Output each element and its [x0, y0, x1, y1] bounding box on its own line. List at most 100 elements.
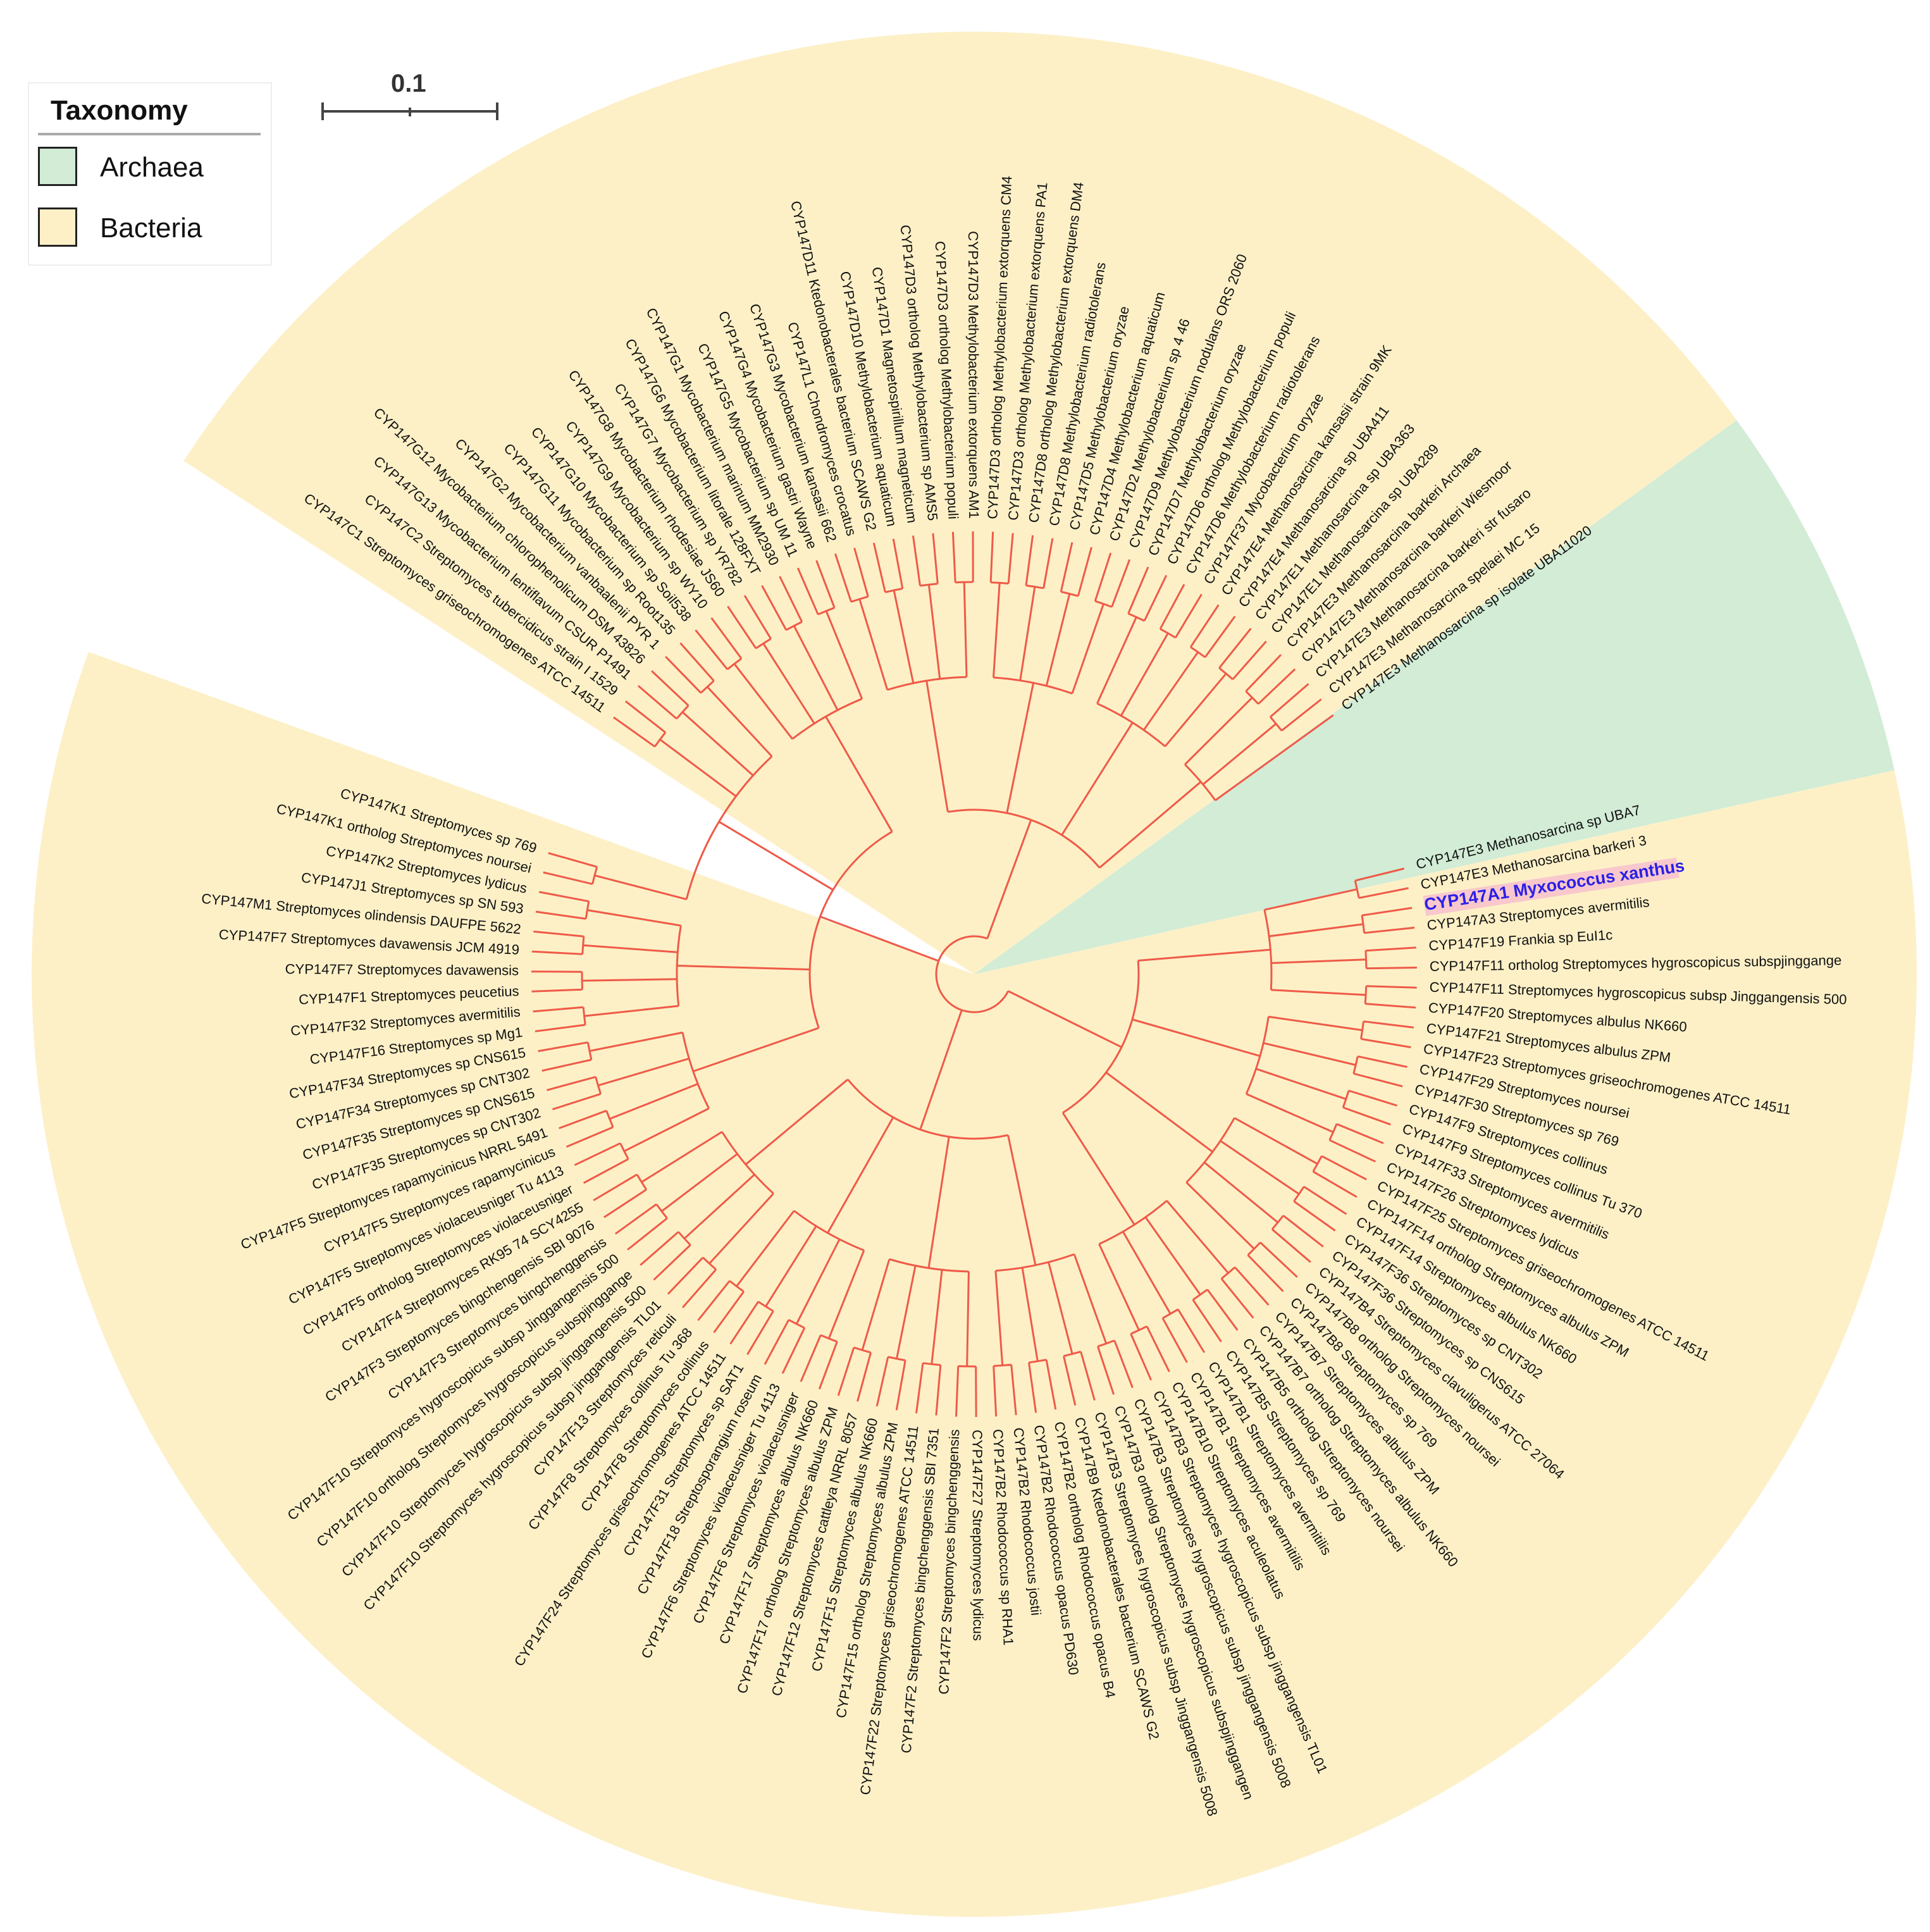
leaf-branch — [624, 700, 666, 733]
leaf-branch — [593, 1173, 638, 1201]
leaf-branch — [1348, 1089, 1397, 1107]
leaf-branch — [1329, 1139, 1376, 1163]
pair-branch — [594, 874, 687, 901]
leaf-branch — [1357, 1055, 1407, 1068]
leaf-branch — [746, 1310, 774, 1355]
leaf-branch — [1146, 1325, 1170, 1373]
pair-connector — [676, 705, 690, 720]
leaf-branch — [1365, 1003, 1416, 1009]
leaf-branch — [1271, 1229, 1311, 1263]
leaf-branch — [1025, 535, 1034, 586]
leaf-branch — [1192, 1299, 1222, 1342]
pair-connector — [1097, 1339, 1115, 1347]
leaf-branch — [1342, 1106, 1391, 1126]
pair-branch — [858, 598, 889, 690]
leaf-branch — [875, 1356, 889, 1407]
pair-branch — [993, 583, 1001, 678]
leaf-branch — [1080, 1351, 1096, 1401]
leaf-branch — [533, 1006, 584, 1013]
leaf-branch — [1258, 668, 1296, 705]
leaf-branch — [1177, 1308, 1206, 1353]
leaf-branch — [1206, 1289, 1239, 1331]
pair-branch — [589, 1031, 683, 1052]
pair-branch — [931, 1270, 943, 1365]
block-branch — [1061, 1112, 1135, 1225]
pair-branch — [1019, 586, 1036, 681]
leaf-branch — [892, 538, 904, 589]
pair-branch — [994, 1270, 1004, 1366]
pair-branch — [963, 582, 968, 678]
pair-connector — [591, 866, 598, 884]
pair-connector — [955, 581, 974, 584]
leaf-branch — [915, 1363, 924, 1414]
leaf-branch — [552, 1093, 602, 1111]
pair-branch — [1269, 923, 1364, 938]
block-branch — [825, 715, 893, 833]
pair-branch — [1220, 1140, 1300, 1195]
leaf-branch — [1232, 640, 1267, 680]
leaf-branch — [993, 1366, 998, 1417]
pair-branch — [1234, 1117, 1318, 1165]
leaf-branch — [1354, 867, 1405, 882]
pair-connector — [920, 583, 938, 587]
pair-branch — [1166, 1200, 1229, 1274]
leaf-branch — [1366, 967, 1417, 970]
scale-bar-tick-left — [321, 102, 324, 120]
pair-branch — [609, 1083, 698, 1120]
pair-connector — [1364, 986, 1368, 1004]
pair-connector — [586, 1042, 593, 1060]
legend-divider — [38, 133, 261, 135]
leaf-branch — [1096, 1346, 1115, 1395]
leaf-branch — [1270, 683, 1309, 718]
pair-branch — [1263, 1042, 1356, 1066]
block-branch — [693, 1027, 819, 1072]
leaf-branch — [637, 684, 677, 720]
pair-branch — [1144, 1217, 1201, 1296]
pair-connector — [1029, 1358, 1047, 1364]
pair-branch — [659, 738, 737, 797]
pair-branch — [1120, 633, 1169, 717]
scale-bar-tick-right — [496, 102, 498, 120]
pair-connector — [1025, 585, 1044, 590]
leaf-branch — [1259, 1241, 1298, 1278]
leaf-branch — [1247, 1254, 1284, 1292]
leaf-branch — [1218, 628, 1252, 669]
pair-connector — [888, 1356, 906, 1361]
leaf-branch — [535, 1024, 586, 1032]
block-branch — [827, 1117, 894, 1234]
leaf-branch — [1321, 1155, 1367, 1180]
highlight-background — [1423, 857, 1679, 916]
leaf-branch — [1175, 593, 1203, 638]
archaea-swatch — [38, 147, 77, 186]
leaf-branch — [1364, 926, 1415, 934]
leaf-branch — [989, 531, 994, 583]
pair-connector — [1190, 646, 1206, 659]
block-connector — [887, 676, 967, 691]
leaf-branch — [1358, 887, 1409, 899]
pair-branch — [966, 1271, 970, 1366]
leaf-branch — [566, 1126, 614, 1148]
pair-branch — [707, 686, 773, 757]
leaf-branch — [1060, 542, 1073, 592]
leaf-label: CYP147F27 Streptomyces lydicus — [969, 1430, 986, 1641]
leaf-branch — [538, 1041, 588, 1053]
leaf-branch — [1292, 714, 1334, 746]
pair-branch — [624, 1107, 710, 1153]
leaf-branch — [834, 553, 852, 602]
leaf-branch — [1245, 654, 1282, 692]
leaf-branch — [1366, 985, 1417, 989]
pair-branch — [683, 1173, 755, 1239]
leaf-branch — [574, 1142, 621, 1167]
scale-bar-tick-mid — [409, 108, 411, 116]
block-branch — [1099, 781, 1202, 869]
pair-branch — [1256, 1068, 1347, 1100]
pair-branch — [1268, 1015, 1363, 1031]
leaf-branch — [1111, 559, 1131, 607]
leaf-branch — [665, 655, 702, 694]
pair-branch — [661, 1153, 738, 1212]
block-branch — [677, 965, 810, 970]
leaf-branch — [541, 1058, 592, 1072]
block-branch — [1061, 722, 1134, 836]
pair-branch — [641, 1130, 723, 1183]
pair-branch — [584, 1005, 679, 1017]
